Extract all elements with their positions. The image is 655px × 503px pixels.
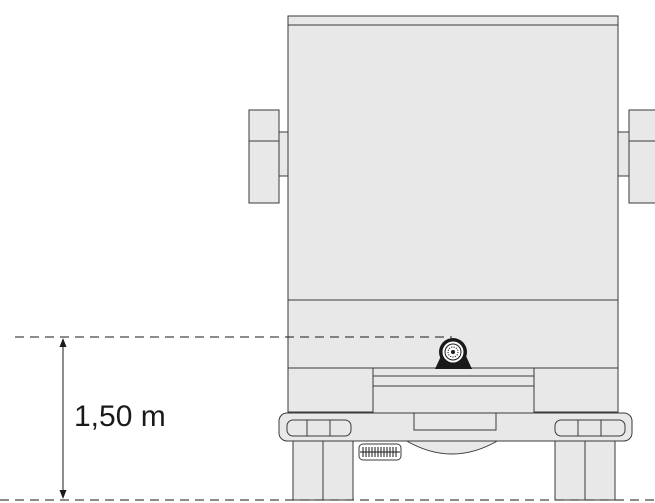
rear-wheels [292,439,616,501]
exhaust-grille [358,443,402,461]
cargo-box [287,15,619,413]
height-dimension-arrow [59,338,67,499]
left-mirror [248,109,291,204]
height-dimension-label: 1,50 m [74,400,166,433]
rear-camera-icon [435,338,472,369]
rear-bumper [278,412,633,442]
right-mirror [616,109,655,204]
axle-housing [404,439,500,455]
left-tail-lights [286,419,352,437]
right-tail-lights [554,419,626,437]
tailgate-panel [372,367,535,415]
